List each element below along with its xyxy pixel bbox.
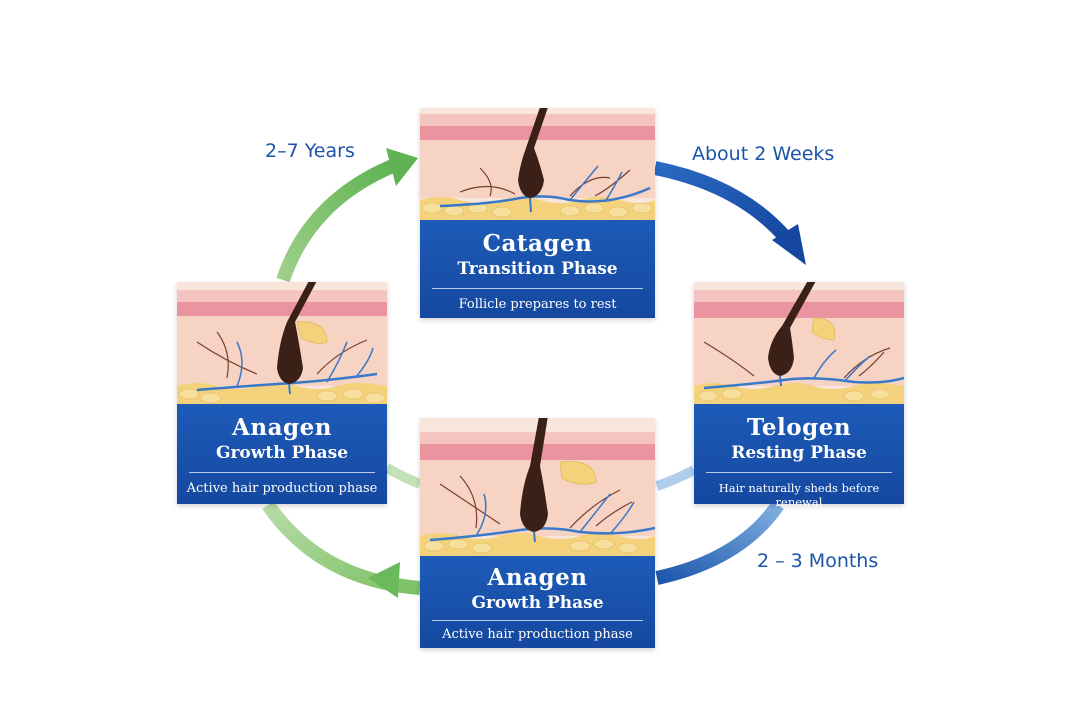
arrow-telogen-to-anagen (655, 465, 784, 585)
anagen-bottom-label: Anagen Growth Phase Active hair producti… (420, 556, 655, 648)
phase-subtitle: Growth Phase (215, 443, 349, 463)
phase-subtitle: Resting Phase (731, 443, 867, 463)
hair-follicle-illustration (420, 108, 655, 220)
hair-follicle-illustration (420, 418, 655, 556)
anagen-left-card: Anagen Growth Phase Active hair producti… (177, 282, 387, 504)
divider (706, 472, 892, 473)
anagen-bottom-card: Anagen Growth Phase Active hair producti… (420, 418, 655, 648)
divider (189, 472, 375, 473)
phase-subtitle: Growth Phase (471, 593, 604, 613)
phase-subtitle: Transition Phase (457, 259, 618, 279)
telogen-label: Telogen Resting Phase Hair naturally she… (694, 404, 904, 509)
phase-title: Anagen (232, 414, 332, 441)
phase-description: Active hair production phase (186, 481, 378, 496)
telogen-card: Telogen Resting Phase Hair naturally she… (694, 282, 904, 509)
phase-description: Follicle prepares to rest (458, 297, 617, 312)
phase-title: Telogen (746, 414, 852, 441)
duration-label-catagen: About 2 Weeks (692, 143, 835, 165)
phase-description: Hair naturally sheds before renewal (718, 481, 880, 509)
divider (432, 620, 643, 621)
hair-follicle-illustration (694, 282, 904, 404)
phase-description: Active hair production phase (442, 627, 633, 642)
arrow-anagen-bottom-to-anagen-left (262, 463, 422, 598)
hair-follicle-illustration (177, 282, 387, 404)
phase-title: Anagen (487, 564, 588, 591)
arrow-anagen-to-catagen (276, 148, 418, 283)
catagen-label: Catagen Transition Phase Follicle prepar… (420, 220, 655, 318)
arrow-catagen-to-telogen (653, 161, 806, 265)
duration-label-telogen: 2 – 3 Months (757, 550, 879, 572)
catagen-card: Catagen Transition Phase Follicle prepar… (420, 108, 655, 318)
duration-label-anagen: 2–7 Years (265, 140, 355, 162)
anagen-left-label: Anagen Growth Phase Active hair producti… (177, 404, 387, 504)
phase-title: Catagen (482, 230, 593, 257)
divider (432, 288, 643, 289)
